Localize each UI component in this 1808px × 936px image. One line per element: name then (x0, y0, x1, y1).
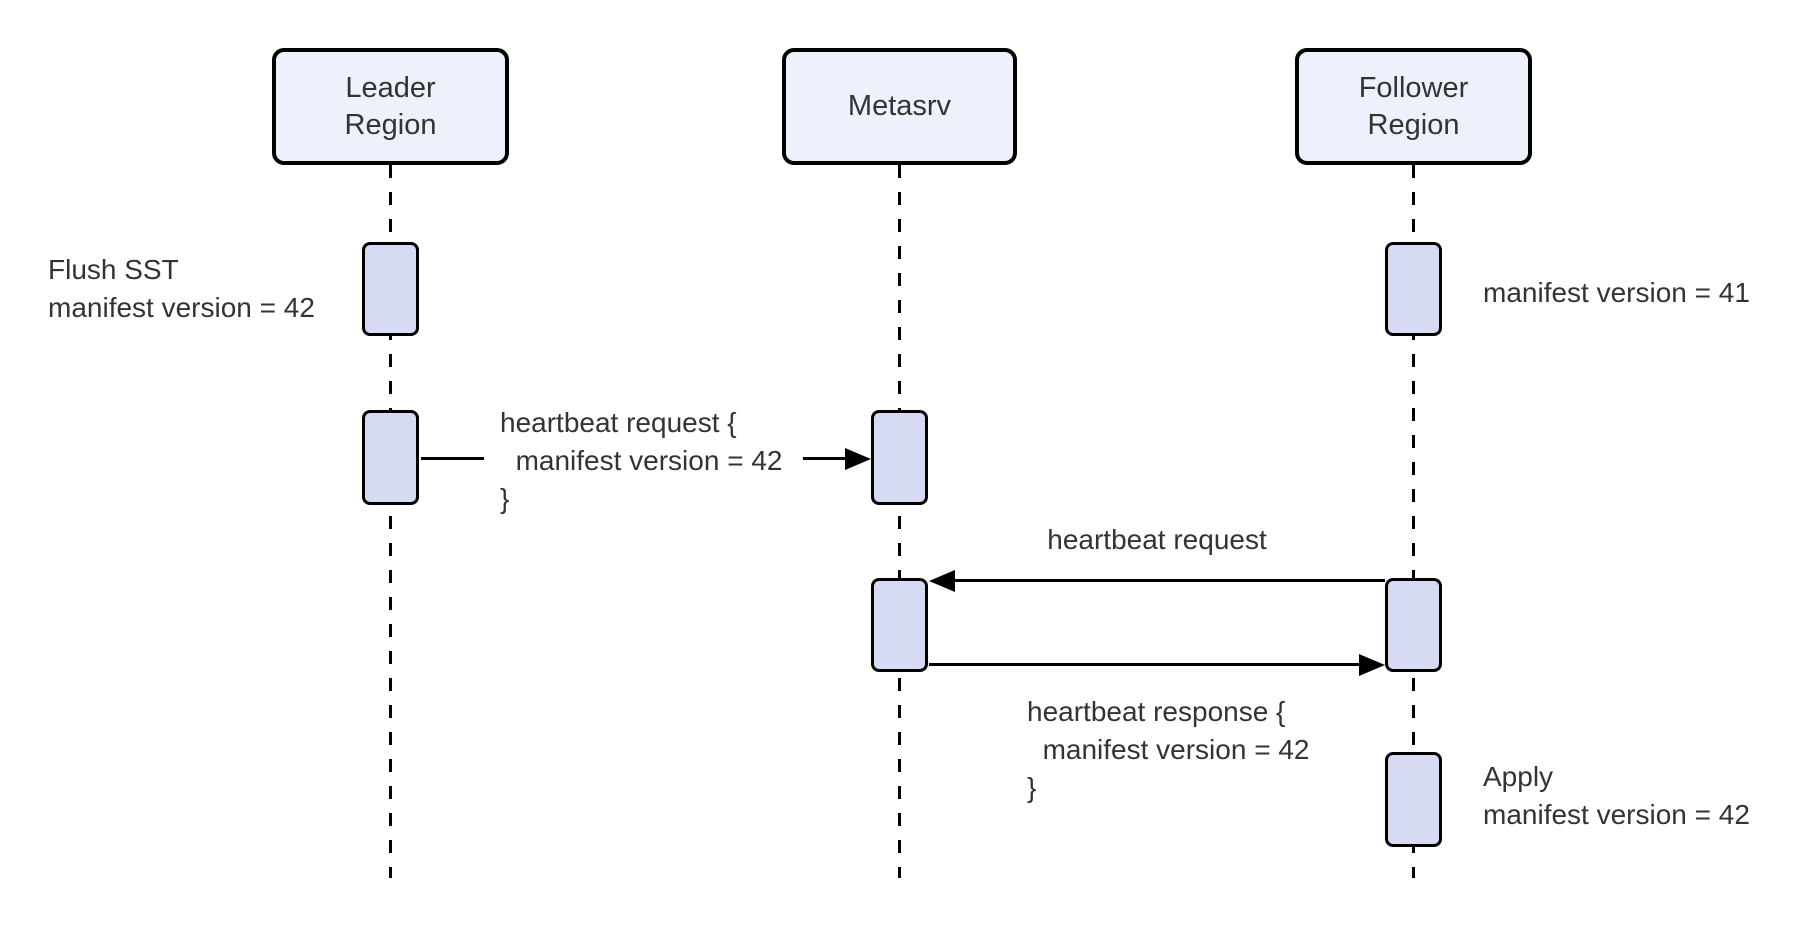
activation-leader-heartbeat (362, 410, 419, 505)
note-manifest-version-41: manifest version = 41 (1483, 277, 1750, 308)
participant-follower-region: Follower Region (1295, 48, 1532, 165)
message-1-label: heartbeat request { manifest version = 4… (500, 407, 783, 514)
activation-metasrv-receive-leader (871, 410, 928, 505)
activation-follower-manifest-41 (1385, 242, 1442, 336)
message-1-arrowhead-right-icon (845, 447, 871, 470)
message-2-label: heartbeat request (1047, 524, 1267, 555)
activation-leader-flush (362, 242, 419, 336)
note-apply-manifest-version-42: Apply manifest version = 42 (1483, 761, 1750, 830)
message-3-line (929, 663, 1361, 666)
activation-metasrv-serve-follower (871, 578, 928, 672)
activation-follower-heartbeat (1385, 578, 1442, 672)
participant-metasrv: Metasrv (782, 48, 1017, 165)
activation-follower-apply (1385, 752, 1442, 847)
message-2-arrowhead-left-icon (929, 569, 955, 592)
lifeline-metasrv (898, 165, 901, 878)
note-flush-sst: Flush SST manifest version = 42 (48, 254, 315, 323)
participant-leader-region: Leader Region (272, 48, 509, 165)
message-2-line (953, 579, 1385, 582)
message-3-label: heartbeat response { manifest version = … (1027, 696, 1310, 803)
message-3-arrowhead-right-icon (1359, 653, 1385, 676)
lifeline-leader-region (389, 165, 392, 878)
participant-follower-region-label: Follower Region (1358, 71, 1469, 141)
participant-metasrv-label: Metasrv (847, 90, 952, 122)
participant-leader-region-label: Leader Region (344, 71, 437, 141)
message-1-line-start (421, 457, 484, 460)
message-1-line-end (803, 457, 847, 460)
lifeline-follower-region (1412, 165, 1415, 878)
